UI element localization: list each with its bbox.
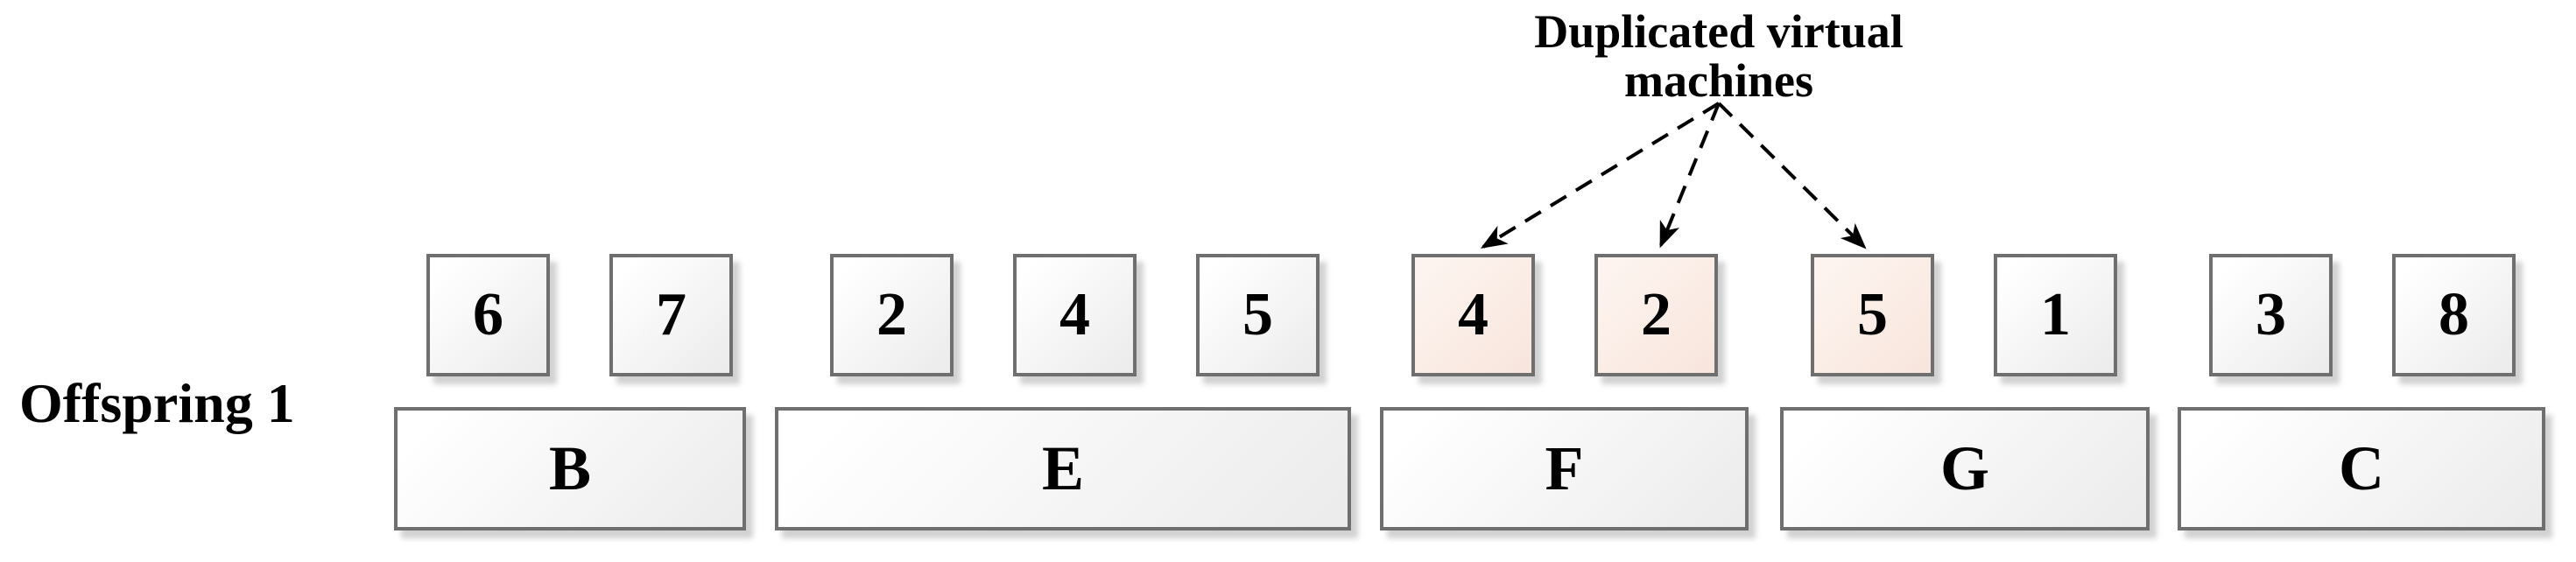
- duplication-arrow-right: [1717, 102, 1867, 249]
- vm-box: 5: [1196, 254, 1320, 376]
- vm-box: 1: [1994, 254, 2117, 376]
- vm-box: 6: [426, 254, 550, 376]
- duplication-arrow-left: [1480, 102, 1721, 249]
- vm-box: 2: [830, 254, 954, 376]
- server-box-F: F: [1380, 407, 1749, 530]
- duplicated-vms-annotation: Duplicated virtual machines: [1534, 5, 1904, 108]
- vm-box-duplicated: 2: [1594, 254, 1718, 376]
- vm-box: 3: [2209, 254, 2333, 376]
- server-box-C: C: [2178, 407, 2545, 530]
- server-box-G: G: [1780, 407, 2150, 530]
- vm-box: 4: [1013, 254, 1137, 376]
- vm-box-duplicated: 4: [1411, 254, 1535, 376]
- server-box-B: B: [394, 407, 746, 530]
- duplication-arrow-middle: [1659, 102, 1721, 249]
- vm-box-duplicated: 5: [1811, 254, 1934, 376]
- vm-box: 8: [2392, 254, 2516, 376]
- offspring-label: Offspring 1: [19, 372, 295, 434]
- server-box-E: E: [775, 407, 1351, 530]
- vm-box: 7: [609, 254, 733, 376]
